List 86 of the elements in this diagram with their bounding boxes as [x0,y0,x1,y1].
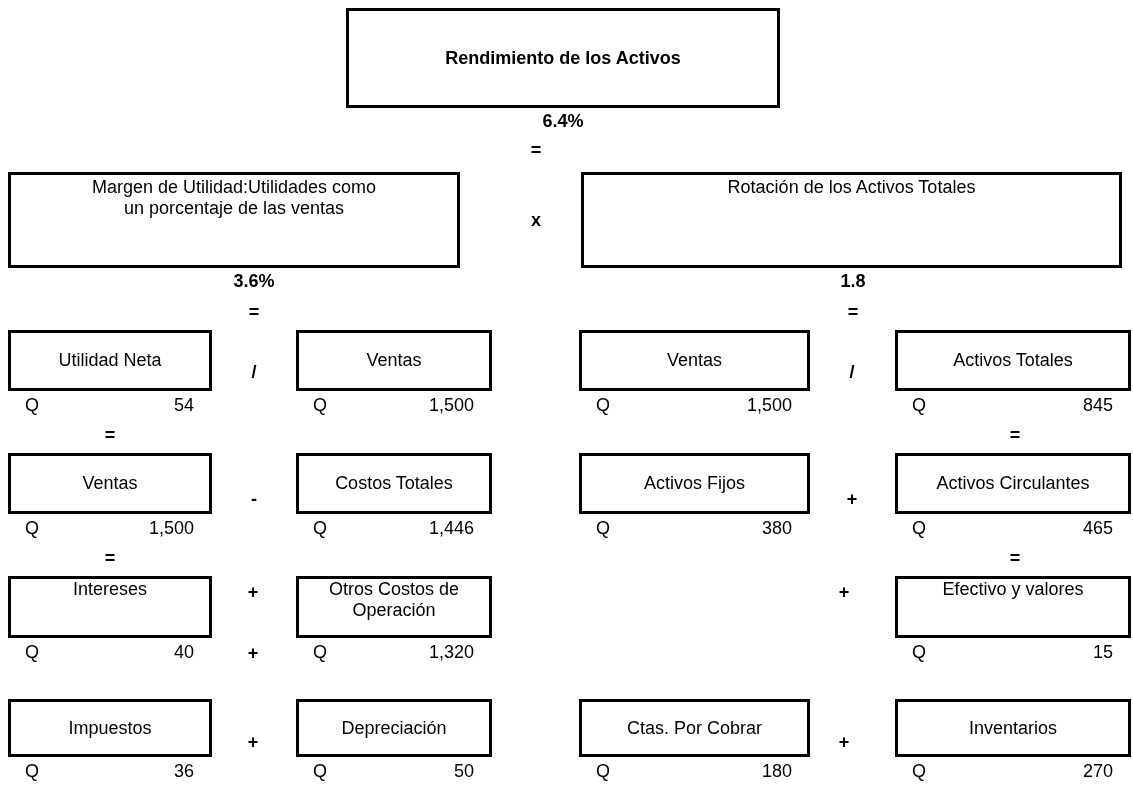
box-label: Rotación de los Activos Totales [727,177,976,198]
operator-sign: - [251,489,257,509]
value-label: 3.6% [233,271,275,291]
text-box [895,576,1131,638]
text-box [296,330,492,391]
operator-sign: + [846,489,858,509]
operator-sign: + [247,732,259,752]
text-box [8,699,212,757]
box-label: Efectivo y valores [942,579,1084,600]
operator-sign: = [1009,548,1021,568]
value-label: 40 [173,642,194,662]
box-label: Ctas. Por Cobrar [626,717,762,739]
box-label: Activos Circulantes [936,473,1090,494]
text-box [579,330,810,391]
value-label: 54 [173,395,194,415]
operator-sign: / [251,362,257,382]
value-label: 1,500 [746,395,792,415]
operator-sign: + [838,732,850,752]
box-label: Margen de Utilidad:Utilidades como un porcentaje de las ventas [90,177,378,219]
currency-label: Q [912,642,926,662]
box-label: Costos Totales [335,473,453,494]
value-label: 50 [453,761,474,781]
value-label: 1,500 [428,395,474,415]
text-box [581,172,1122,268]
box-label: Otros Costos de Operación [327,579,461,621]
text-box [8,172,460,268]
text-box [579,699,810,757]
value-label: 180 [761,761,792,781]
text-box [8,453,212,514]
text-box [895,699,1131,757]
text-box [296,576,492,638]
box-label: Impuestos [68,717,152,739]
text-box [8,576,212,638]
currency-label: Q [25,761,39,781]
operator-sign: + [838,582,850,602]
box-label: Activos Totales [953,350,1073,371]
currency-label: Q [25,642,39,662]
currency-label: Q [596,518,610,538]
value-label: 465 [1082,518,1113,538]
value-label: 380 [761,518,792,538]
operator-sign: = [847,302,859,322]
operator-sign: = [104,425,116,445]
text-box [579,453,810,514]
box-label: Ventas [366,350,422,371]
value-label: 15 [1092,642,1113,662]
box-label: Ventas [82,473,138,494]
box-label: Utilidad Neta [58,350,162,371]
value-label: 1.8 [840,271,866,291]
currency-label: Q [596,761,610,781]
operator-sign: = [1009,425,1021,445]
value-label: 36 [173,761,194,781]
operator-sign: = [104,548,116,568]
operator-sign: + [247,582,259,602]
box-label: Ventas [666,350,722,371]
value-label: 6.4% [542,111,584,131]
operator-sign: x [531,210,541,230]
value-label: 1,446 [428,518,474,538]
text-box [895,453,1131,514]
currency-label: Q [25,395,39,415]
currency-label: Q [313,761,327,781]
currency-label: Q [912,761,926,781]
value-label: 1,320 [428,642,474,662]
currency-label: Q [313,518,327,538]
currency-label: Q [313,395,327,415]
text-box [296,699,492,757]
operator-sign: / [849,362,855,382]
currency-label: Q [912,518,926,538]
value-label: 1,500 [148,518,194,538]
box-label: Rendimiento de los Activos [445,47,681,69]
currency-label: Q [25,518,39,538]
box-label: Intereses [72,579,147,600]
box-label: Inventarios [968,717,1058,739]
text-box [8,330,212,391]
currency-label: Q [313,642,327,662]
box-label: Activos Fijos [644,473,745,494]
text-box [296,453,492,514]
operator-sign: = [530,140,542,160]
value-label: 270 [1082,761,1113,781]
currency-label: Q [912,395,926,415]
box-label: Depreciación [341,717,447,739]
currency-label: Q [596,395,610,415]
operator-sign: + [247,643,259,663]
text-box [346,8,780,108]
operator-sign: = [248,302,260,322]
text-box [895,330,1131,391]
value-label: 845 [1082,395,1113,415]
